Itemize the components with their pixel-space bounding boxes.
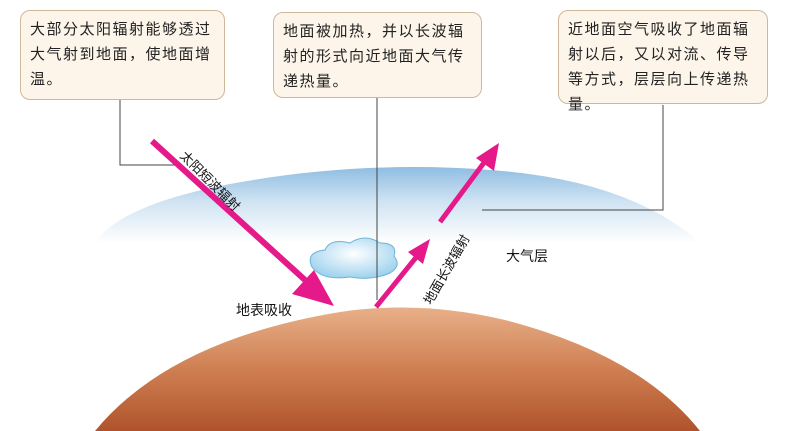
atmosphere-layer (95, 167, 700, 243)
callout-solar: 大部分太阳辐射能够透过大气射到地面，使地面增温。 (20, 10, 225, 100)
earth-surface (95, 307, 700, 431)
cloud-icon (309, 237, 398, 279)
solar-radiation-arrow (149, 138, 334, 306)
callout-ground: 地面被加热，并以长波辐射的形式向近地面大气传递热量。 (273, 12, 482, 98)
upward-heat-arrow (437, 143, 499, 224)
leader-line-air (482, 105, 664, 211)
earth-radiation-arrow (374, 239, 430, 309)
leader-line-sun (119, 100, 180, 166)
callout-air: 近地面空气吸收了地面辐射以后，又以对流、传导等方式，层层向上传递热量。 (558, 10, 768, 113)
label-atmosphere: 大气层 (506, 249, 548, 265)
label-ground-absorb: 地表吸收 (236, 303, 292, 319)
